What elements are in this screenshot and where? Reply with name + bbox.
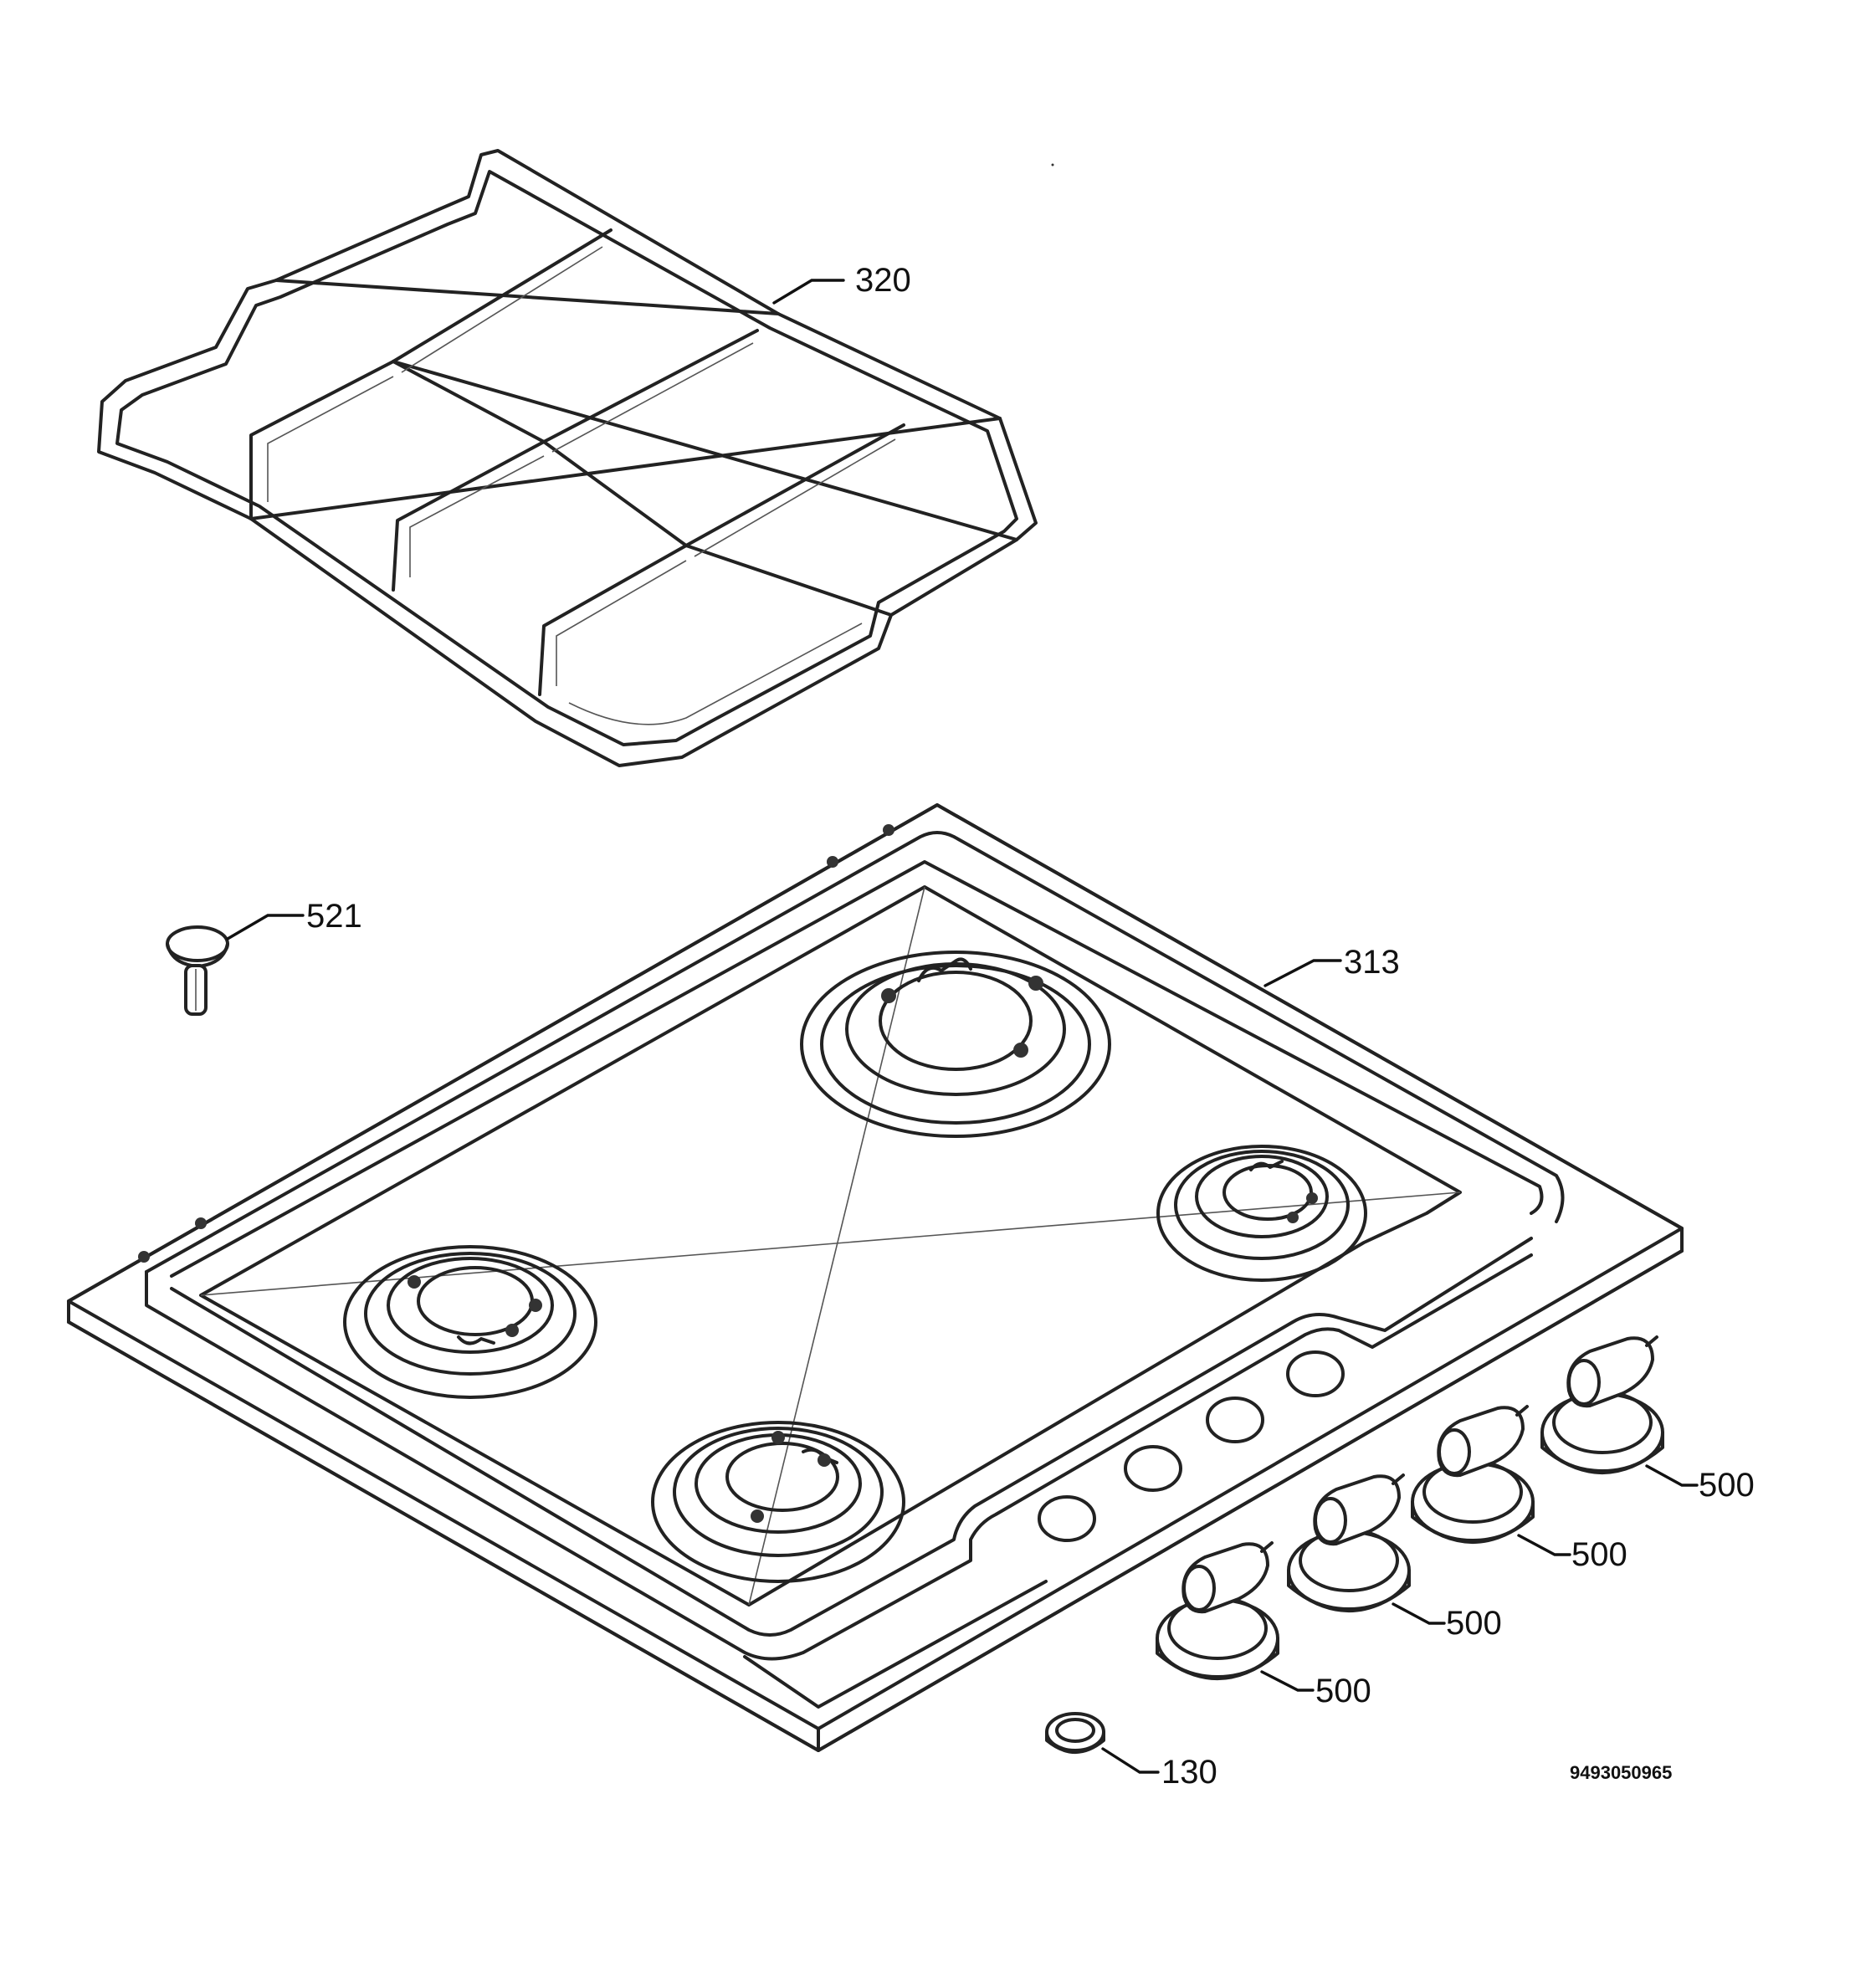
leader-500-3: [1517, 1534, 1571, 1556]
burner-rear-right-small: [1156, 1145, 1367, 1282]
burner-rear-left-large: [800, 951, 1111, 1138]
control-knob-4: [1540, 1335, 1664, 1474]
burner-front-right-medium: [651, 1421, 905, 1583]
label-313: 313: [1344, 944, 1400, 981]
control-knob-2: [1287, 1473, 1411, 1612]
label-521: 521: [306, 898, 362, 935]
control-knob-3: [1411, 1405, 1535, 1544]
label-130: 130: [1161, 1754, 1217, 1791]
label-320: 320: [855, 262, 911, 299]
hob-top-plate: [67, 803, 1684, 1752]
leader-320: [772, 279, 845, 305]
leader-521: [226, 914, 305, 940]
label-500-1: 500: [1315, 1673, 1371, 1709]
leader-500-1: [1260, 1670, 1315, 1692]
pan-support-grate: [97, 149, 1038, 767]
leader-500-2: [1392, 1602, 1446, 1625]
leader-130: [1101, 1747, 1160, 1774]
leader-500-4: [1645, 1464, 1699, 1487]
control-knob-1: [1156, 1541, 1279, 1680]
burner-cap-part: [166, 925, 229, 1016]
label-500-2: 500: [1446, 1605, 1502, 1642]
seal-ring-part: [1045, 1712, 1105, 1754]
label-500-3: 500: [1571, 1536, 1627, 1573]
drawing-number: 9493050965: [1570, 1762, 1672, 1783]
burner-front-left-medium: [343, 1245, 597, 1399]
leader-313: [1263, 959, 1342, 987]
label-500-4: 500: [1699, 1467, 1755, 1504]
